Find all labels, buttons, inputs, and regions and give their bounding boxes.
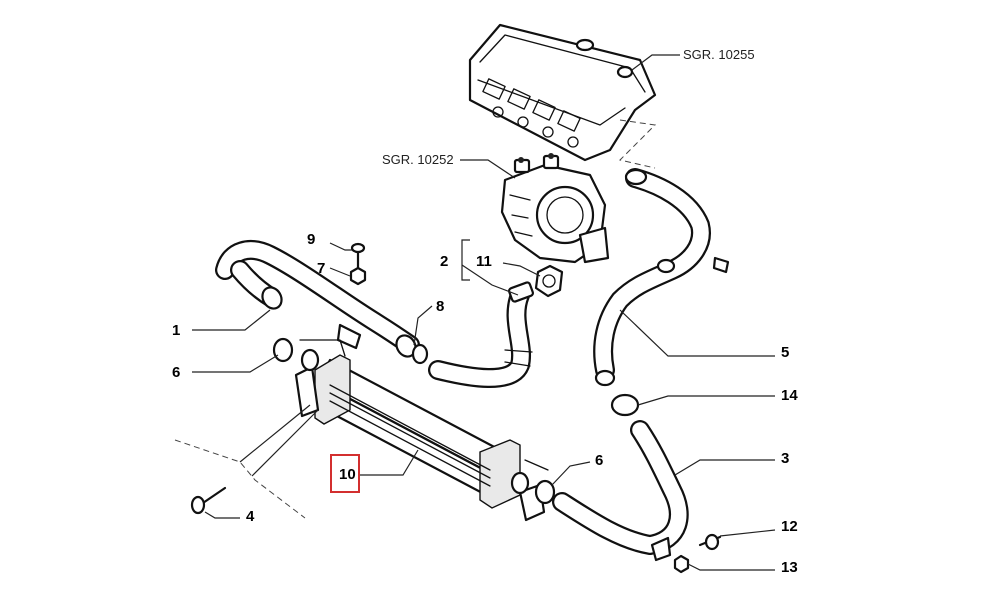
hose-1-drawing <box>215 240 420 358</box>
leader-6-right <box>551 461 591 486</box>
leader-10 <box>329 242 352 251</box>
intake-manifold-drawing <box>468 23 657 169</box>
leader-2 <box>461 264 519 296</box>
turbocharger-ref-label: SGR. 10252 <box>382 152 454 167</box>
gasket-12-drawing <box>534 264 564 298</box>
intake-manifold-ref-label: SGR. 10255 <box>683 47 755 62</box>
intercooler-9-drawing <box>294 339 549 522</box>
leader-2-bracket <box>461 239 470 281</box>
clamp-14-drawing <box>610 393 640 417</box>
callout-6-right: 6 <box>595 452 603 469</box>
leader-14 <box>637 395 775 406</box>
leader-1 <box>192 309 271 331</box>
callout-7: 7 <box>317 260 325 277</box>
clamp-6-right-drawing <box>534 479 556 505</box>
hose-2-drawing <box>428 281 534 388</box>
callout-6-left: 6 <box>172 364 180 381</box>
leader-11 <box>719 529 776 537</box>
nut-13-drawing <box>673 554 690 574</box>
leader-13 <box>687 563 775 571</box>
bolt-10-drawing <box>350 242 366 270</box>
callout-10: 9 <box>307 231 315 248</box>
leader-8 <box>413 305 433 346</box>
callout-3: 3 <box>781 450 789 467</box>
intake-manifold-leader <box>631 54 680 71</box>
leader-12 <box>502 262 541 277</box>
turbocharger-drawing <box>500 153 610 264</box>
callout-2: 2 <box>440 253 448 270</box>
leader-9 <box>360 449 419 476</box>
callout-11: 12 <box>781 518 798 535</box>
leader-4 <box>204 511 240 519</box>
leader-7 <box>329 267 351 277</box>
callout-4: 4 <box>246 508 255 525</box>
leader-5 <box>619 309 775 357</box>
o-ring-8-drawing <box>411 343 429 365</box>
bracket-guide-lines <box>239 404 319 477</box>
bolt-4-drawing <box>190 486 227 515</box>
nut-7-drawing <box>349 266 367 286</box>
hose-5-drawing <box>593 168 730 387</box>
leader-6-left <box>192 354 279 373</box>
turbocharger-leader <box>460 159 516 179</box>
bracket-dash-lines <box>174 439 306 519</box>
callout-8: 8 <box>436 298 444 315</box>
clamp-6-left-drawing <box>272 337 294 363</box>
callout-5: 5 <box>781 344 789 361</box>
callout-9: 10 <box>339 466 356 483</box>
callout-9-highlight-box <box>330 454 360 493</box>
callout-1: 1 <box>172 322 180 339</box>
bolt-11-drawing <box>698 533 722 551</box>
leader-3 <box>674 459 775 476</box>
callout-13: 13 <box>781 559 798 576</box>
hose-3-drawing <box>552 420 689 562</box>
callout-14: 14 <box>781 387 798 404</box>
callout-12: 11 <box>476 253 492 270</box>
